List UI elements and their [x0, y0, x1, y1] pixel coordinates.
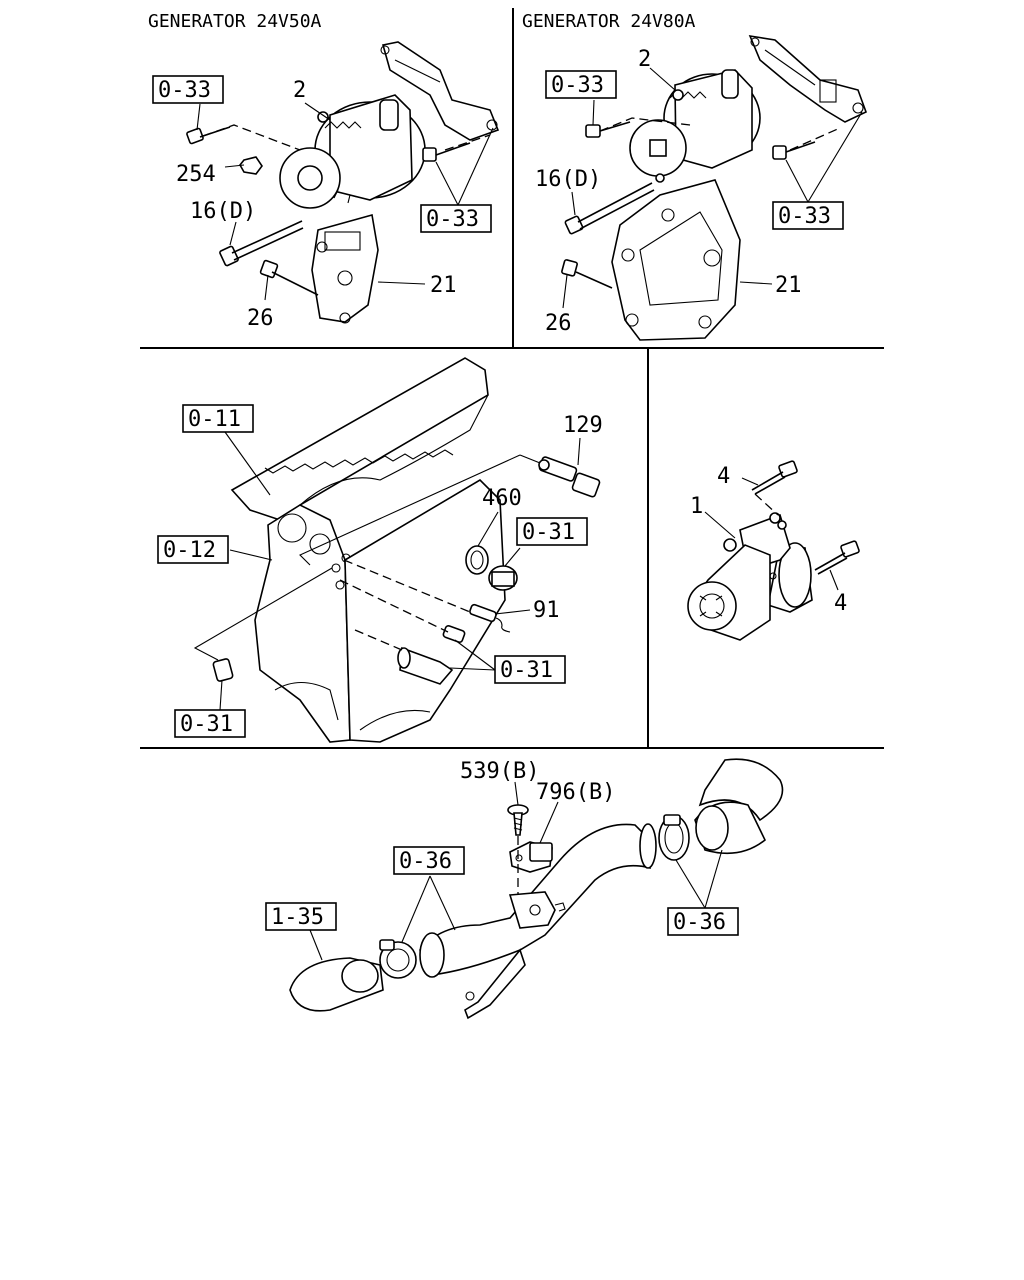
pipe-icon [419, 823, 657, 1020]
part-label-21: 21 [775, 273, 802, 298]
section-starter: 1 4 4 [687, 460, 860, 641]
ref-box [265, 902, 337, 931]
ref-box [393, 846, 465, 875]
ref-box [545, 70, 617, 99]
ref-label-031-plug: 0-31 [522, 520, 575, 545]
leader-lines [196, 102, 494, 301]
part-label-1: 1 [690, 494, 703, 519]
part-label-21: 21 [430, 273, 457, 298]
hose-icon [694, 758, 784, 855]
starter-motor-icon [687, 512, 813, 641]
bracket-icon [611, 179, 741, 341]
ref-box [157, 535, 229, 564]
bracket-icon [311, 213, 379, 324]
section-title-gen80: GENERATOR 24V80A [522, 11, 696, 32]
part-label-129: 129 [563, 413, 603, 438]
part-label-254: 254 [176, 162, 216, 187]
part-label-796b: 796(B) [536, 780, 615, 805]
hose-icon [289, 957, 384, 1012]
bracket-icon [509, 841, 553, 873]
ref-label-gen80-top: 0-33 [551, 73, 604, 98]
part-label-460: 460 [482, 486, 522, 511]
screw-icon [507, 804, 529, 836]
ref-label-036-right: 0-36 [673, 910, 726, 935]
ref-label-036-left: 0-36 [399, 849, 452, 874]
clamp-icon [658, 814, 690, 861]
bolt-icon [751, 460, 860, 575]
part-label-26: 26 [545, 311, 572, 336]
ref-label-135: 1-35 [271, 905, 324, 930]
sensor-icon [538, 456, 601, 498]
ref-label-031-right: 0-31 [500, 658, 553, 683]
panel-dividers [140, 8, 884, 749]
ref-box [152, 75, 224, 104]
generator-icon [629, 69, 761, 183]
part-label-16d: 16(D) [190, 199, 256, 224]
ref-label-gen50-top: 0-33 [158, 78, 211, 103]
ref-box [494, 655, 566, 684]
leader-lines [193, 431, 581, 711]
ref-box [420, 204, 492, 233]
ref-box [174, 709, 246, 738]
section-engine-block: 0-11 0-12 129 460 0-31 91 0-31 0-31 [157, 357, 603, 743]
plug-icon [488, 565, 518, 591]
part-label-2: 2 [293, 78, 306, 103]
section-title-gen50: GENERATOR 24V50A [148, 11, 322, 32]
section-generator-24v50a: GENERATOR 24V50A [148, 11, 500, 331]
ref-box [667, 907, 739, 936]
part-label-4-right: 4 [834, 591, 847, 616]
leader-lines [309, 781, 723, 961]
gasket-icon [465, 545, 489, 575]
bracket-icon [380, 41, 500, 141]
ref-box [182, 404, 254, 433]
part-label-26: 26 [247, 306, 274, 331]
engine-block-icon [230, 357, 506, 743]
part-label-4-top: 4 [717, 464, 730, 489]
section-hoses: 539(B) 796(B) 0-36 1-35 0-36 [265, 758, 784, 1020]
ref-label-gen50-right: 0-33 [426, 207, 479, 232]
leader-lines [704, 477, 839, 591]
section-generator-24v80a: GENERATOR 24V80A [522, 11, 868, 341]
part-label-2: 2 [638, 47, 651, 72]
ref-label-gen80-right: 0-33 [778, 204, 831, 229]
leader-lines [562, 67, 863, 309]
ref-box [772, 201, 844, 230]
ref-label-011: 0-11 [188, 407, 241, 432]
fitting-icon [212, 624, 466, 685]
part-label-91: 91 [533, 598, 560, 623]
part-label-16d: 16(D) [535, 167, 601, 192]
generator-icon [279, 94, 426, 209]
clamp-icon [379, 939, 417, 979]
part-label-539b: 539(B) [460, 759, 539, 784]
ref-label-031-bottom: 0-31 [180, 712, 233, 737]
ref-box [516, 517, 588, 546]
ref-label-012: 0-12 [163, 538, 216, 563]
sensor-icon [469, 603, 511, 633]
bracket-icon [748, 34, 868, 123]
